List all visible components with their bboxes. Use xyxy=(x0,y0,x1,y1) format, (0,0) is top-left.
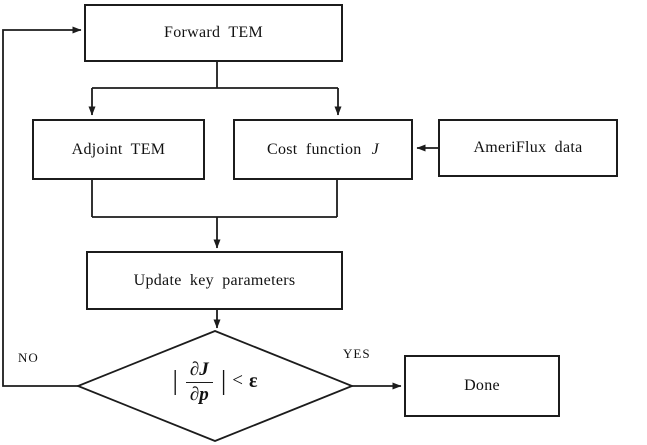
node-update-key-parameters: Update key parameters xyxy=(86,251,343,310)
abs-bar-left: | xyxy=(172,364,178,395)
node-forward-tem: Forward TEM xyxy=(84,4,343,62)
branch-label-yes: YES xyxy=(343,346,371,361)
node-done-label: Done xyxy=(464,377,500,394)
node-adjoint-tem: Adjoint TEM xyxy=(32,119,205,180)
fraction-denominator: ∂p xyxy=(189,383,209,405)
node-forward-tem-label: Forward TEM xyxy=(164,24,263,41)
node-done: Done xyxy=(404,355,560,417)
decision-diamond xyxy=(75,330,355,442)
node-ameriflux-label: AmeriFlux data xyxy=(473,139,583,156)
node-update-params-label: Update key parameters xyxy=(133,271,296,289)
fraction-numerator: ∂J xyxy=(185,359,213,383)
cost-function-symbol: J xyxy=(371,140,379,158)
decision-expression: | ∂J ∂p | < ε xyxy=(78,344,352,420)
node-ameriflux-data: AmeriFlux data xyxy=(438,119,618,177)
node-adjoint-tem-label: Adjoint TEM xyxy=(71,140,166,158)
branch-label-no: NO xyxy=(18,350,39,365)
edge-no-loop xyxy=(2,26,82,387)
epsilon-threshold: ε xyxy=(248,369,258,392)
node-cost-function: Cost function J xyxy=(233,119,413,180)
less-than-operator: < xyxy=(232,370,243,391)
abs-bar-right: | xyxy=(220,364,227,395)
partial-derivative-fraction: ∂J ∂p xyxy=(185,359,213,406)
node-cost-function-label: Cost function xyxy=(267,140,362,158)
